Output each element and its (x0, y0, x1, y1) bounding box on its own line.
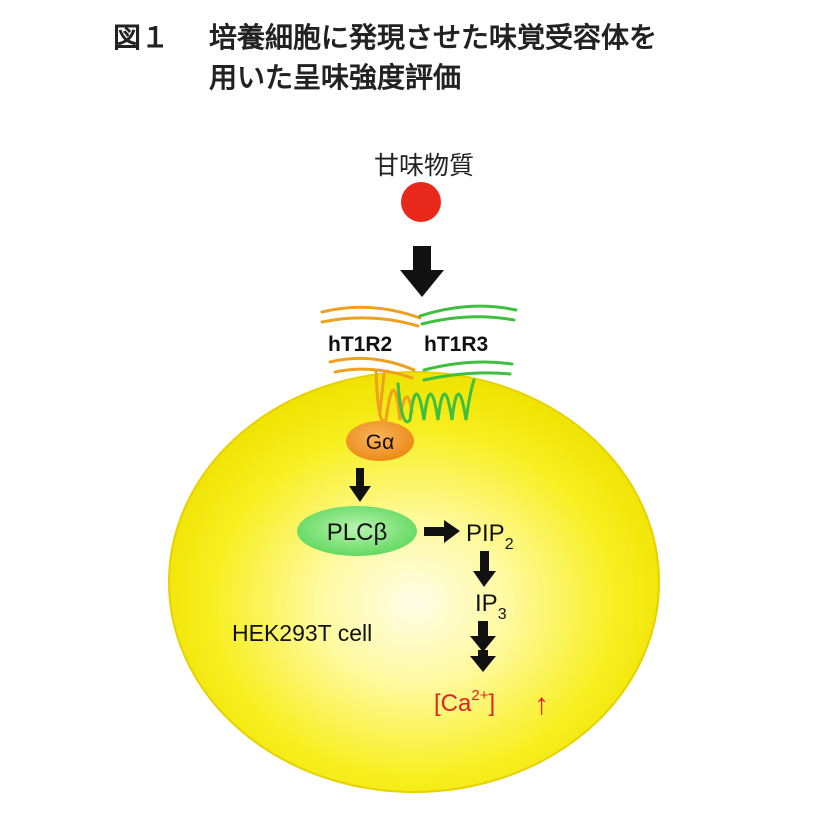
figure-title-line1: 培養細胞に発現させた味覚受容体を (209, 21, 658, 54)
arrow-pip2-to-ip3 (473, 551, 496, 587)
plc-beta-node (297, 506, 417, 556)
g-alpha-label: Gα (366, 431, 394, 454)
cell-label: HEK293T cell (232, 620, 372, 646)
calcium-increase-arrow: ↑ (534, 688, 549, 721)
plc-beta-label: PLCβ (327, 519, 388, 546)
receptor-hT1R3-label: hT1R3 (424, 333, 488, 356)
calcium-label: [Ca2+] (434, 687, 495, 717)
arrow-sweetener-to-receptor (400, 246, 444, 297)
arrow-galpha-to-plc (349, 468, 371, 502)
pip2-label: PIP2 (466, 520, 514, 553)
receptor-hT1R3 (396, 304, 518, 424)
g-alpha-node (346, 421, 414, 461)
cell-body (168, 371, 660, 793)
sweetener-ball (401, 182, 441, 222)
sweetener-label: 甘味物質 (374, 152, 474, 180)
figure-label: 図１ (113, 21, 170, 54)
receptor-hT1R2 (320, 305, 422, 423)
figure-title: 図１ 培養細胞に発現させた味覚受容体を 用いた呈味強度評価 (113, 18, 657, 98)
arrow-plc-to-pip2 (424, 520, 460, 543)
arrow-ip3-to-calcium (470, 621, 496, 672)
receptor-hT1R2-label: hT1R2 (328, 333, 392, 356)
figure-title-line2: 用いた呈味強度評価 (209, 61, 462, 94)
ip3-label: IP3 (475, 590, 507, 623)
